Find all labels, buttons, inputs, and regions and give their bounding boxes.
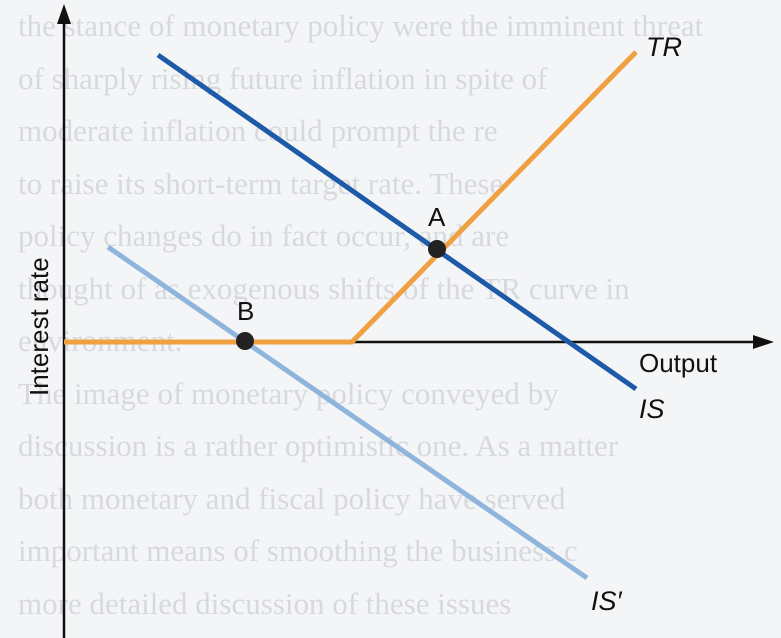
is-prime-curve-label: IS′ [591,586,623,616]
tr-curve-label: TR [646,32,682,62]
y-axis-label: Interest rate [24,257,54,396]
is-curve-label: IS [639,394,665,424]
point-a-label: A [428,202,446,232]
is-prime-curve [106,244,589,581]
y-axis-arrowhead [57,4,71,24]
is-curve [156,52,638,392]
x-axis-arrowhead [753,335,774,349]
x-axis-label: Output [639,348,718,378]
point-b-marker [236,332,254,350]
point-b-label: B [237,296,254,326]
point-a-marker [428,240,446,258]
tr-curve [64,50,638,345]
